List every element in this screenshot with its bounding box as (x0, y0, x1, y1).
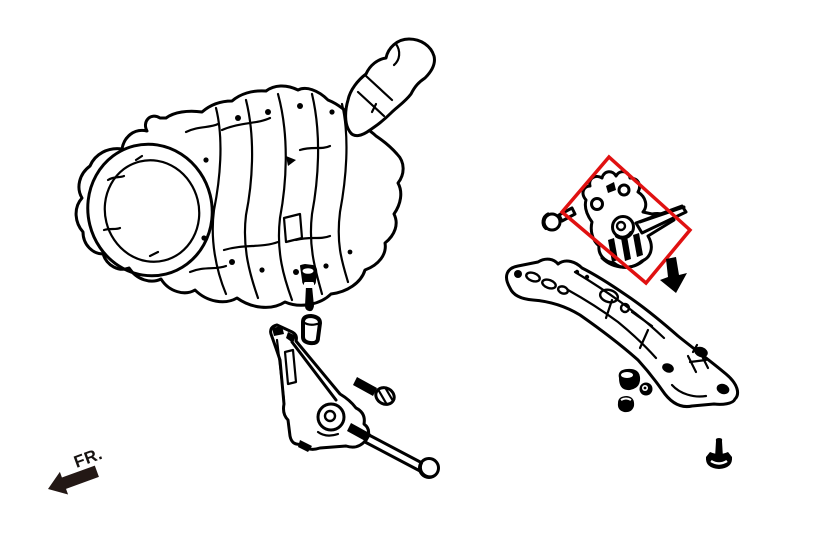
transmission-mount-group (541, 154, 693, 293)
mount-spacer-icon (301, 313, 323, 346)
upper-mount-bolt-icon (299, 264, 318, 312)
flange-screw-icon (705, 438, 733, 469)
highlight-box (559, 154, 693, 286)
nut-large-icon (618, 368, 641, 391)
long-bolt-icon (347, 423, 440, 479)
fr-arrow-icon (48, 465, 99, 495)
nut-small-icon (617, 396, 635, 413)
transmission-illustration (74, 37, 436, 309)
case-detail-dots (201, 103, 359, 275)
fr-label: FR. (71, 444, 105, 472)
washer-nut-icon (639, 382, 653, 396)
transmission-mount-icon (581, 170, 688, 269)
fr-direction: FR. (48, 444, 105, 495)
down-arrow-icon (660, 257, 687, 293)
short-bolt-icon (353, 377, 396, 406)
crossmember-group (505, 257, 740, 469)
front-mount-assembly (269, 264, 440, 479)
crossmember-icon (505, 257, 740, 409)
